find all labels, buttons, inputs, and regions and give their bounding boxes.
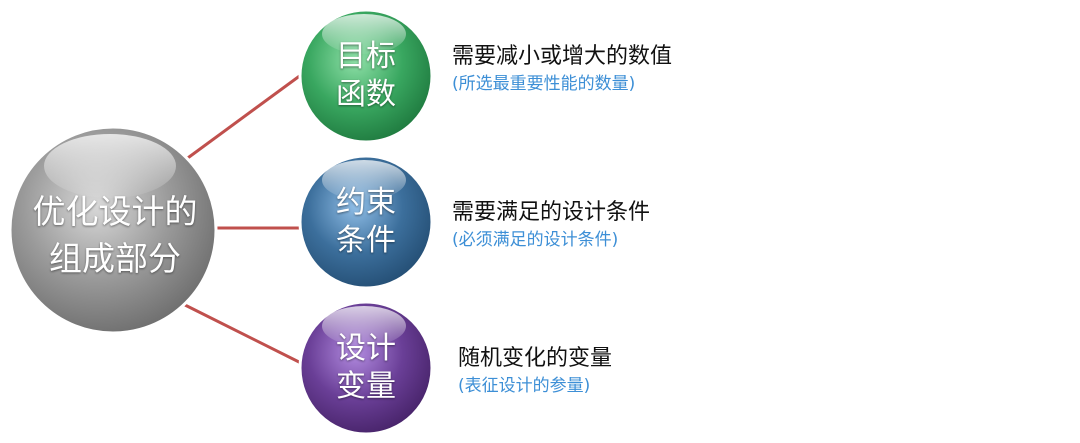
constraints-label: 约束 条件: [301, 157, 431, 287]
design-variables-line1: 设计: [336, 331, 396, 366]
objective-function-line2: 函数: [336, 77, 396, 112]
objective-function-line1: 目标: [336, 39, 396, 74]
design-variables-label: 设计 变量: [301, 303, 431, 433]
node-constraints: [298, 154, 434, 290]
center-label-line2: 组成部分: [49, 239, 181, 278]
constraints-line1: 约束: [336, 185, 396, 220]
constraints-note: (必须满足的设计条件): [452, 230, 619, 250]
center-node: [8, 125, 218, 335]
connector-objective: [184, 70, 306, 162]
design-variables-description: 随机变化的变量 (表征设计的参量): [458, 344, 612, 398]
constraints-description-text: 需要满足的设计条件: [452, 200, 651, 225]
design-variables-description-text: 随机变化的变量: [458, 346, 613, 371]
design-variables-note: (表征设计的参量): [458, 376, 591, 396]
design-variables-line2: 变量: [336, 369, 396, 404]
objective-function-description: 需要减小或增大的数值 (所选最重要性能的数量): [452, 42, 672, 96]
constraints-description: 需要满足的设计条件 (必须满足的设计条件): [452, 198, 650, 252]
center-label: 优化设计的 组成部分: [20, 175, 210, 295]
node-design-variables: [298, 300, 434, 436]
objective-function-label: 目标 函数: [301, 11, 431, 141]
objective-function-description-text: 需要减小或增大的数值: [452, 44, 673, 69]
connector-variables: [184, 303, 306, 367]
constraints-line2: 条件: [336, 223, 396, 258]
node-objective-function: [298, 8, 434, 144]
objective-function-note: (所选最重要性能的数量): [452, 74, 636, 94]
center-label-line1: 优化设计的: [32, 192, 198, 231]
